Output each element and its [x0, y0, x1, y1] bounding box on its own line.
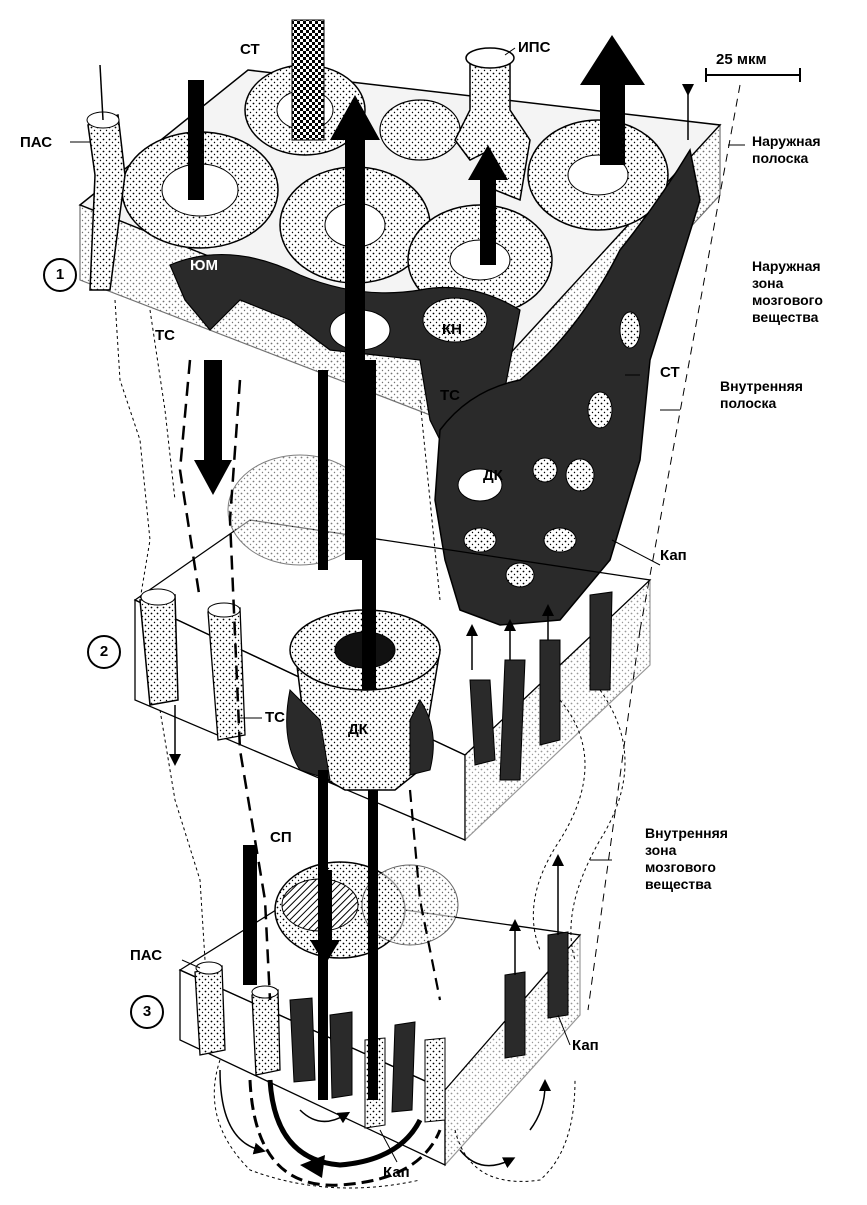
label-kn: КН — [442, 321, 462, 338]
label-dk-1: ДК — [345, 335, 365, 352]
leader-lines — [70, 47, 745, 1163]
zone-inner-stripe-line-2: полоска — [720, 395, 777, 411]
label-st-top: СТ — [240, 41, 260, 58]
zone-outer-stripe-line-1: Наружная — [752, 133, 821, 149]
scale-bar-label: 25 мкм — [716, 51, 767, 68]
label-ips: ИПС — [518, 39, 551, 56]
zone-inner-stripe: Внутренняя полоска — [720, 378, 803, 412]
zone-inner-medulla-line-4: вещества — [645, 876, 712, 892]
vasa-recta-top-left — [86, 64, 126, 291]
zone-inner-medulla-line-2: зона — [645, 842, 677, 858]
zone-inner-medulla-line-1: Внутренняя — [645, 825, 728, 841]
section-2-marker: 2 — [87, 635, 121, 669]
label-kap-1: Кап — [660, 547, 687, 564]
label-pas-top: ПАС — [20, 134, 53, 151]
label-yum: ЮМ — [190, 257, 218, 274]
checkered-vessel — [291, 19, 325, 141]
zone-inner-stripe-line-1: Внутренняя — [720, 378, 803, 394]
section-3-marker: 3 — [130, 995, 164, 1029]
label-st-right: СТ — [660, 364, 680, 381]
capillary-network — [169, 147, 701, 626]
zone-outer-stripe: Наружная полоска — [752, 133, 821, 167]
zone-boundary-lines — [587, 84, 741, 1011]
zone-outer-stripe-line-2: полоска — [752, 150, 809, 166]
section-3-vessels — [194, 931, 569, 1129]
label-ts-1: ТС — [155, 327, 175, 344]
section-3-tubule — [274, 861, 459, 959]
label-kap-2: Кап — [572, 1037, 599, 1054]
label-kap-3: Кап — [383, 1164, 410, 1181]
zone-outer-medulla-line-4: вещества — [752, 309, 819, 325]
label-ts-3: ТС — [265, 709, 285, 726]
label-pas-bottom: ПАС — [130, 947, 163, 964]
section-2-capillaries — [469, 591, 613, 781]
zone-inner-medulla: Внутренняя зона мозгового вещества — [645, 825, 728, 893]
label-dk-2: ДК — [483, 467, 503, 484]
dashed-flow-lines — [114, 299, 626, 1189]
zone-outer-medulla-line-2: зона — [752, 275, 784, 291]
section-2-vessels-left — [139, 588, 246, 741]
zone-inner-medulla-line-3: мозгового — [645, 859, 716, 875]
label-dk-3: ДК — [348, 721, 368, 738]
zone-outer-medulla-line-3: мозгового — [752, 292, 823, 308]
scale-bar — [705, 68, 801, 82]
section-1-marker: 1 — [43, 258, 77, 292]
zone-outer-medulla-line-1: Наружная — [752, 258, 821, 274]
zone-outer-medulla: Наружная зона мозгового вещества — [752, 258, 823, 326]
label-sp: СП — [270, 829, 292, 846]
flow-arrows — [169, 35, 694, 1187]
label-ts-2: ТС — [440, 387, 460, 404]
